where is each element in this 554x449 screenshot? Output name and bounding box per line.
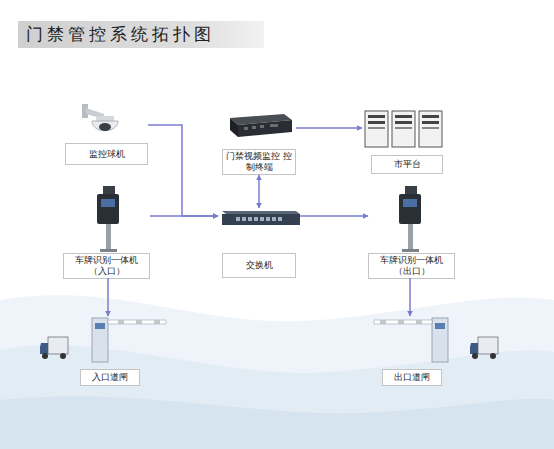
dome-camera-icon <box>82 104 118 131</box>
device-node: 门禁视频监控 控制终端 <box>222 110 296 175</box>
network-link <box>296 127 362 129</box>
device-label-box: 车牌识别一体机 （出口） <box>368 253 455 279</box>
device-node: 市平台 <box>362 108 447 174</box>
network-link <box>148 125 218 216</box>
device-label-box: 市平台 <box>371 155 443 174</box>
control-terminal-icon <box>230 114 292 137</box>
device-label: 门禁视频监控 控制终端 <box>225 151 293 173</box>
device-label: 入口道闸 <box>92 372 128 383</box>
device-node: 入口道闸 <box>80 316 150 388</box>
network-link <box>150 215 218 217</box>
network-link <box>409 278 411 316</box>
device-node: 交换机 <box>218 208 300 278</box>
network-link <box>300 215 368 217</box>
device-node: 车牌识别一体机 （入口） <box>63 186 150 278</box>
device-label-box: 监控球机 <box>65 143 148 165</box>
device-label: 出口道闸 <box>394 372 430 383</box>
plate-recognition-icon <box>399 186 421 252</box>
background-wave <box>0 295 554 449</box>
device-node: 出口道闸 <box>380 316 444 388</box>
plate-recognition-icon <box>97 186 119 252</box>
barrier-gate-icon <box>92 318 166 362</box>
switch-icon <box>222 211 300 225</box>
device-label: 市平台 <box>394 159 421 170</box>
network-link <box>258 175 260 208</box>
device-node: 监控球机 <box>65 98 148 165</box>
device-label-box: 入口道闸 <box>80 369 140 386</box>
truck-icon <box>470 337 498 359</box>
diagram-title: 门禁管控系统拓扑图 <box>18 21 264 48</box>
background-wave <box>0 396 554 449</box>
truck-icon <box>40 337 68 359</box>
device-label-box: 车牌识别一体机 （入口） <box>63 253 150 279</box>
device-label: 车牌识别一体机 （入口） <box>66 255 147 277</box>
device-label: 监控球机 <box>89 149 125 160</box>
device-label-box: 出口道闸 <box>382 369 442 386</box>
barrier-gate-icon <box>374 318 448 362</box>
device-label-box: 交换机 <box>222 253 296 278</box>
device-label-box: 门禁视频监控 控制终端 <box>222 149 296 175</box>
device-label: 车牌识别一体机 （出口） <box>371 255 452 277</box>
device-label: 交换机 <box>246 260 273 271</box>
background-wave <box>0 345 554 449</box>
server-icon <box>365 111 442 147</box>
network-link <box>107 278 109 316</box>
device-node: 车牌识别一体机 （出口） <box>368 186 455 278</box>
